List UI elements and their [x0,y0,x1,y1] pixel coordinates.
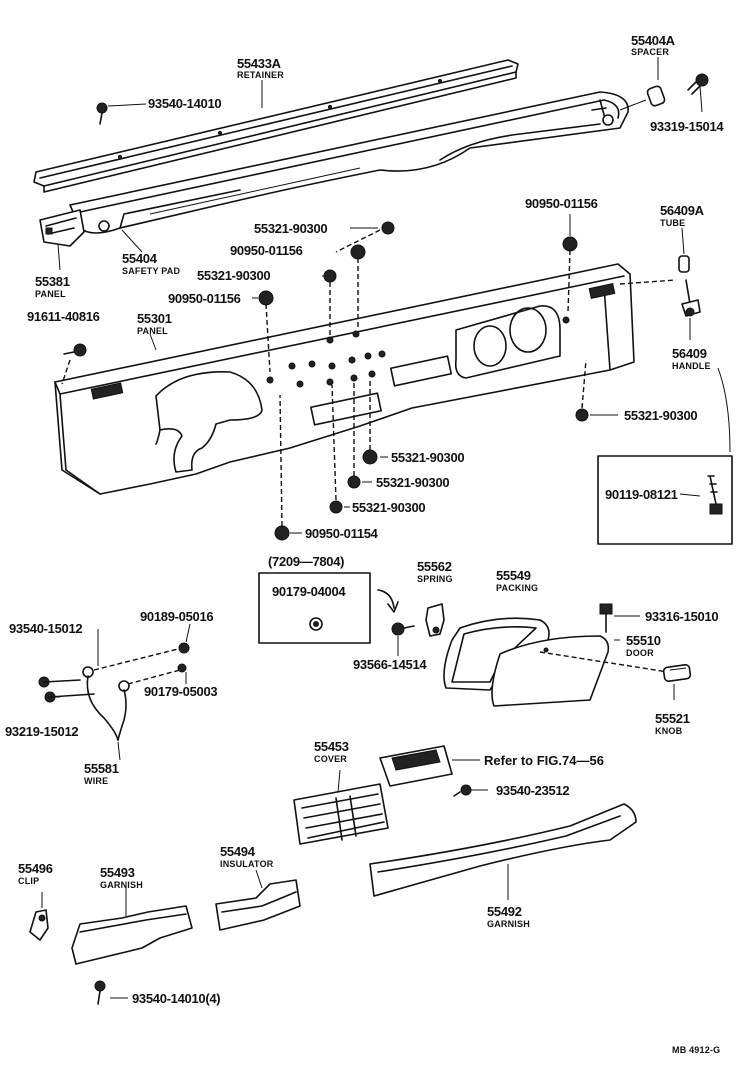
part-name-label: SPACER [631,47,669,57]
nut-box-drawing [258,572,399,644]
part-number-label: 55581 [84,761,119,776]
wire-drawing [38,642,190,741]
part-number-label: 55433A [237,56,282,71]
part-name-label: WIRE [84,776,108,786]
part-name-label: PACKING [496,583,538,593]
part-number-label: 55510 [626,633,661,648]
part-name-label: SAFETY PAD [122,266,180,276]
part-number-label: 55404 [122,251,158,266]
part-number-label: 90179-05003 [144,684,217,699]
bolt-91611-drawing [61,343,87,385]
part-number-label: 93540-15012 [9,621,82,636]
clip-55496-drawing [29,909,49,941]
screw-23512-drawing [453,784,472,797]
part-number-label: 90950-01156 [230,243,303,258]
part-name-label: COVER [314,754,347,764]
part-number-label: 55321-90300 [376,475,449,490]
handle-drawing [619,255,731,453]
part-number-label: 55381 [35,274,70,289]
part-number-label: 55404A [631,33,676,48]
safety-pad-drawing [69,91,629,234]
main-panel-drawing [54,263,635,495]
part-name-label: KNOB [655,726,683,736]
garnish-long-drawing [369,803,637,897]
part-number-label: 55496 [18,861,53,876]
part-number-label: 91611-40816 [27,309,100,324]
part-number-label: 55301 [137,311,172,326]
part-number-label: 55494 [220,844,256,859]
part-number-label: 93540-14010(4) [132,991,220,1006]
bolt-box-drawing [597,455,733,545]
knob-drawing [662,663,692,683]
part-number-label: 90950-01156 [525,196,598,211]
part-name-label: GARNISH [100,880,143,890]
screw-top-drawing [96,102,108,125]
part-number-label: 93540-23512 [496,783,569,798]
part-number-label: 93319-15014 [650,119,724,134]
grommets-drawing [258,221,589,541]
part-number-label: 55321-90300 [391,450,464,465]
part-number-label: 55321-90300 [352,500,425,515]
part-number-label: 55321-90300 [624,408,697,423]
part-name-label: CLIP [18,876,39,886]
part-labels: 55433A RETAINER 55404A SPACER 93540-1401… [5,33,725,1055]
part-name-label: PANEL [35,289,66,299]
part-name-label: GARNISH [487,919,530,929]
part-name-label: INSULATOR [220,859,274,869]
part-number-label: 55562 [417,559,452,574]
part-number-label: 55521 [655,711,690,726]
part-name-label: RETAINER [237,70,284,80]
part-number-label: 90179-04004 [272,584,346,599]
part-name-label: PANEL [137,326,168,336]
part-number-label: 55549 [496,568,531,583]
part-number-label: 93540-14010 [148,96,221,111]
screw-bottom-drawing [94,980,106,1005]
part-name-label: DOOR [626,648,654,658]
screw-93316-drawing [599,603,613,633]
part-number-label: 90189-05016 [140,609,213,624]
end-panel-drawing [39,209,85,247]
retainer-strip-drawing [33,59,519,193]
clip-93566-drawing [391,622,415,636]
part-number-label: 55321-90300 [197,268,270,283]
figure-reference-label: Refer to FIG.74—56 [484,753,604,768]
part-number-label: 90950-01156 [168,291,241,306]
part-number-label: 93219-15012 [5,724,78,739]
figure-stamp: MB 4912-G [672,1045,720,1055]
spring-drawing [425,603,445,637]
part-number-label: 55321-90300 [254,221,327,236]
cover-drawing [293,783,389,845]
vent-drawing [379,745,480,787]
bolt-93319-drawing [687,73,709,95]
door-drawing [491,635,669,707]
part-number-label: 93566-14514 [353,657,427,672]
part-number-label: 55492 [487,904,522,919]
insulator-drawing [215,879,301,931]
part-name-label: HANDLE [672,361,711,371]
part-number-label: (7209—7804) [268,554,344,569]
part-name-label: SPRING [417,574,453,584]
part-number-label: 90119-08121 [605,487,678,502]
spacer-drawing [619,85,666,111]
garnish-left-drawing [71,905,193,965]
part-number-label: 90950-01154 [305,526,379,541]
part-number-label: 56409 [672,346,707,361]
part-number-label: 56409A [660,203,705,218]
leader-lines [41,57,703,999]
part-number-label: 55453 [314,739,349,754]
part-number-label: 55493 [100,865,135,880]
part-name-label: TUBE [660,218,685,228]
part-number-label: 93316-15010 [645,609,718,624]
